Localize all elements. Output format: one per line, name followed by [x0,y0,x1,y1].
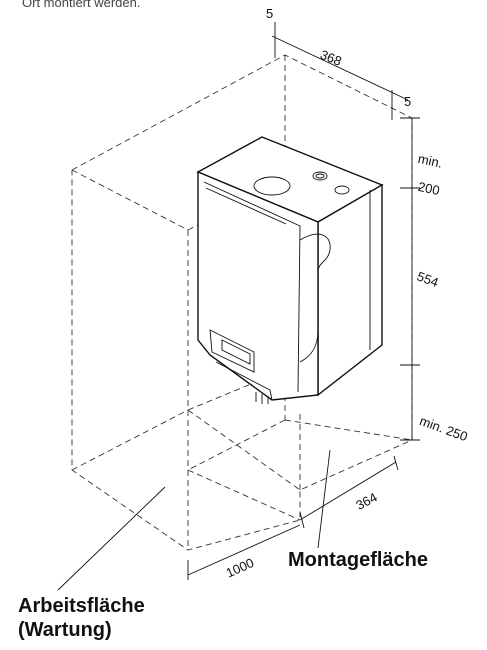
leader-work-area [57,486,166,591]
boiler-unit [196,136,384,404]
boiler-right-side [317,183,383,397]
dim-min-top-value: 200 [417,179,441,198]
dim-width: 368 [318,47,344,69]
label-mounting-area: Montagefläche [288,549,429,571]
dim-min-bottom: min. 250 [418,413,470,444]
dim-service-depth: 1000 [224,555,257,580]
label-work-area-line2: (Wartung) [18,619,112,641]
dim-depth: 364 [353,489,379,512]
leader-mounting-area [317,449,331,549]
label-work-area: Arbeitsfläche (Wartung) [18,594,145,642]
dim-height: 554 [415,268,441,290]
top-caption: Ort montiert werden. [22,0,141,10]
pipe-small-1 [312,171,328,181]
pipe-large [253,176,291,196]
dimension-lines [187,22,420,580]
label-work-area-line1: Arbeitsfläche [18,595,145,617]
dim-min-top: min. [417,151,444,171]
pipe-small-2 [334,185,350,195]
dim-gap-left: 5 [266,6,273,21]
dim-gap-right: 5 [404,94,411,109]
